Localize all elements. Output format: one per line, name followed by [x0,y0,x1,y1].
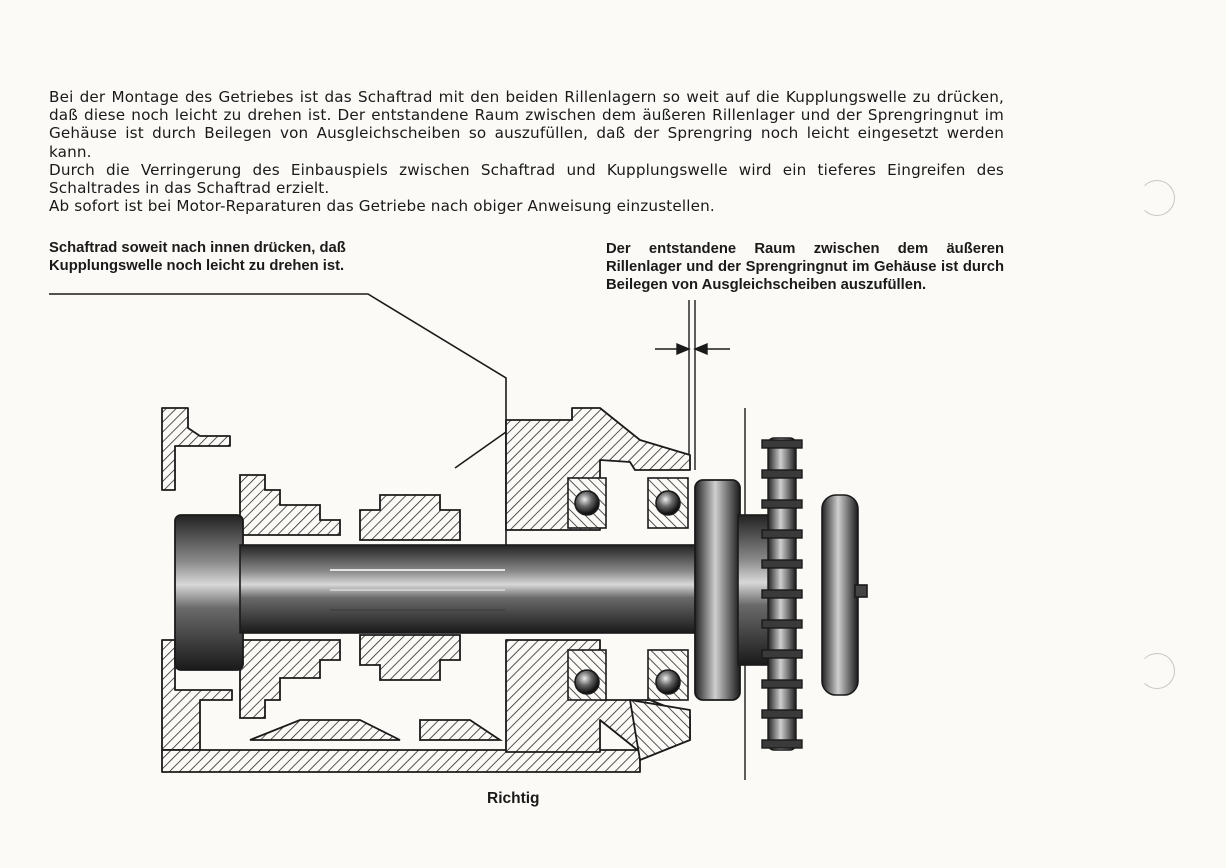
end-flange [821,494,868,696]
figure-caption: Richtig [487,790,540,807]
punch-hole-bottom [1139,653,1175,689]
gear-cluster [239,474,503,741]
clutch-hub [174,514,244,671]
intro-paragraph-3: Ab sofort ist bei Motor-Reparaturen das … [49,197,715,216]
callout-left: Schaftrad soweit nach innen drücken, daß… [49,240,346,274]
ball-bearings [567,477,689,701]
intro-text: Bei der Montage des Getriebes ist das Sc… [49,88,1004,215]
output-hub [694,479,741,701]
intro-paragraph-2: Durch die Verringerung des Einbauspiels … [49,160,1004,198]
intro-paragraph-1: Bei der Montage des Getriebes ist das Sc… [49,88,1004,161]
callout-right: Der entstandene Raum zwischen dem äußere… [606,241,1004,293]
main-shaft [239,544,731,634]
sprocket-wheel [761,437,803,751]
punch-hole-top [1139,180,1175,216]
